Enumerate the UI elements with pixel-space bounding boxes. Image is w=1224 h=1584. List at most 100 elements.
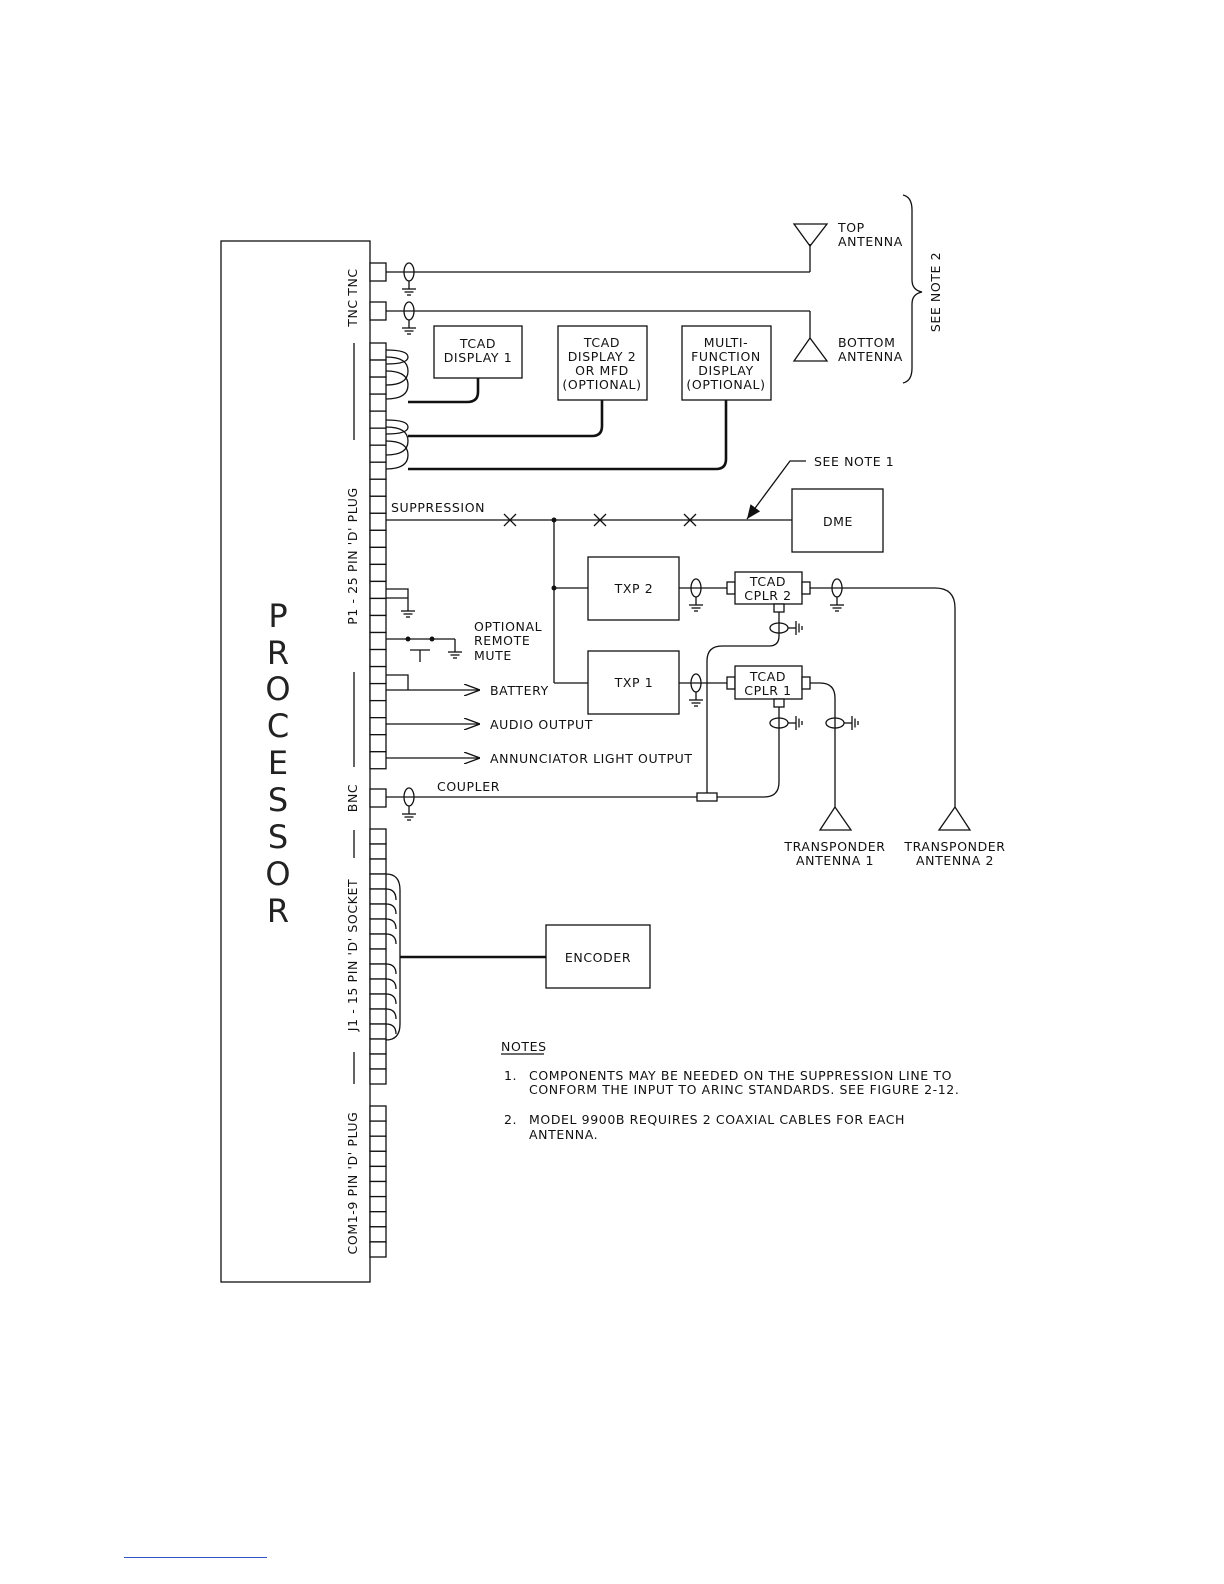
svg-text:DISPLAY: DISPLAY: [698, 363, 753, 378]
svg-text:FUNCTION: FUNCTION: [691, 349, 761, 364]
bottom-antenna-cable: [386, 301, 811, 338]
connector-pin: [369, 1068, 387, 1085]
txp-1-box: [587, 650, 680, 715]
svg-text:TCAD: TCAD: [749, 574, 786, 589]
connector-pin: [369, 873, 387, 890]
connector-pin: [369, 734, 387, 753]
tcad-cplr-2-box: [734, 571, 803, 605]
connector-pin: [369, 444, 387, 463]
footer-rule: [124, 1557, 267, 1558]
suppression-line: [386, 513, 792, 684]
com1-connector-pins: [369, 1105, 387, 1258]
suppression-label: SUPPRESSION: [391, 500, 485, 515]
processor-box: [220, 240, 371, 1283]
connector-pin: [369, 342, 387, 361]
svg-text:TXP 1: TXP 1: [614, 675, 654, 690]
connector-pin: [369, 359, 387, 378]
svg-text:R: R: [267, 634, 289, 672]
svg-text:TXP 2: TXP 2: [614, 581, 654, 596]
connector-pin: [369, 843, 387, 860]
connector-pin: [369, 1211, 387, 1228]
svg-text:(OPTIONAL): (OPTIONAL): [686, 377, 765, 392]
svg-text:1.: 1.: [504, 1068, 517, 1083]
connector-pin: [369, 648, 387, 668]
connector-pin: [369, 478, 387, 497]
tcad-display-1-box: [433, 325, 523, 379]
connector-pin: [369, 427, 387, 446]
svg-text:TCAD: TCAD: [459, 336, 496, 351]
p1-label: P1 - 25 PIN 'D' PLUG: [345, 487, 360, 625]
connector-pin: [369, 963, 387, 980]
connector-pin: [369, 828, 387, 845]
display-bundles: [385, 349, 728, 471]
connector-pin: [369, 1053, 387, 1070]
connector-pin: [369, 376, 387, 395]
connector-pin: [369, 1105, 387, 1122]
tcad-cplr-1-box: [734, 665, 803, 700]
connector-pin: [369, 1165, 387, 1183]
see-note-1-leader: [746, 460, 806, 520]
connector-pin: [369, 1150, 387, 1168]
connector-pin: [369, 918, 387, 935]
tnc-top-label: TNC: [345, 268, 360, 297]
tcad-display-2-box: [557, 325, 648, 401]
j1-label: J1 - 15 PIN 'D' SOCKET: [345, 879, 360, 1032]
transponder-antenna-1-icon: [818, 805, 853, 831]
transponder-antenna-1-label: TRANSPONDER: [783, 839, 885, 854]
connector-pin: [369, 580, 387, 600]
transponder-antenna-2-label: TRANSPONDER: [903, 839, 1005, 854]
note-1-text: COMPONENTS MAY BE NEEDED ON THE SUPPRESS…: [529, 1068, 952, 1083]
connector-pin: [369, 1241, 387, 1258]
antenna-brace: [902, 194, 923, 384]
svg-text:ANTENNA: ANTENNA: [838, 234, 903, 249]
bottom-antenna-icon: [792, 336, 829, 362]
j1-connector-pins: [369, 828, 387, 1085]
connector-pin: [369, 888, 387, 905]
connector-pin: [369, 751, 387, 770]
annunciator-label: ANNUNCIATOR LIGHT OUTPUT: [490, 751, 693, 766]
tnc-bottom-label: TNC: [345, 299, 360, 328]
svg-text:R: R: [267, 892, 289, 930]
connector-pin: [369, 495, 387, 514]
connector-pin: [369, 665, 387, 685]
bnc-label: BNC: [345, 784, 360, 812]
svg-text:S: S: [268, 781, 288, 819]
txp2-to-cplr2-cable: [679, 578, 727, 612]
connector-pin: [369, 903, 387, 920]
com1-label: COM1-9 PIN 'D' PLUG: [345, 1112, 360, 1255]
svg-text:S: S: [268, 818, 288, 856]
txp1-to-cplr1-cable: [679, 673, 727, 707]
encoder-box: [545, 924, 651, 989]
connector-pin: [369, 461, 387, 480]
svg-text:REMOTE: REMOTE: [474, 633, 530, 648]
connector-pin: [369, 1023, 387, 1040]
tnc-bottom-connector: [369, 301, 387, 321]
remote-mute-label: OPTIONAL: [474, 619, 542, 634]
connector-pin: [369, 1195, 387, 1213]
notes-title: NOTES: [501, 1039, 547, 1054]
svg-text:C: C: [267, 707, 289, 745]
connector-pin: [369, 978, 387, 995]
connector-pin: [369, 512, 387, 531]
top-antenna-icon: [792, 223, 829, 248]
remote-mute-switch: [386, 636, 463, 662]
svg-text:OR MFD: OR MFD: [575, 363, 629, 378]
battery-label: BATTERY: [490, 683, 549, 698]
svg-text:DISPLAY 1: DISPLAY 1: [444, 350, 513, 365]
multi-function-display-box: [681, 325, 772, 401]
svg-text:MULTI-: MULTI-: [704, 335, 749, 350]
connector-pin: [369, 563, 387, 583]
connector-pin: [369, 529, 387, 549]
svg-text:CPLR 1: CPLR 1: [744, 683, 791, 698]
connector-pin: [369, 858, 387, 875]
txp-2-box: [587, 556, 680, 621]
svg-text:ENCODER: ENCODER: [565, 950, 631, 965]
connector-pin: [369, 1226, 387, 1243]
connector-pin: [369, 1135, 387, 1152]
svg-text:ANTENNA 1: ANTENNA 1: [796, 853, 874, 868]
connector-pin: [369, 933, 387, 950]
connector-pin: [369, 1180, 387, 1198]
note-2-text: MODEL 9900B REQUIRES 2 COAXIAL CABLES FO…: [529, 1112, 905, 1127]
connector-pin: [369, 1008, 387, 1025]
svg-text:DISPLAY 2: DISPLAY 2: [568, 349, 637, 364]
